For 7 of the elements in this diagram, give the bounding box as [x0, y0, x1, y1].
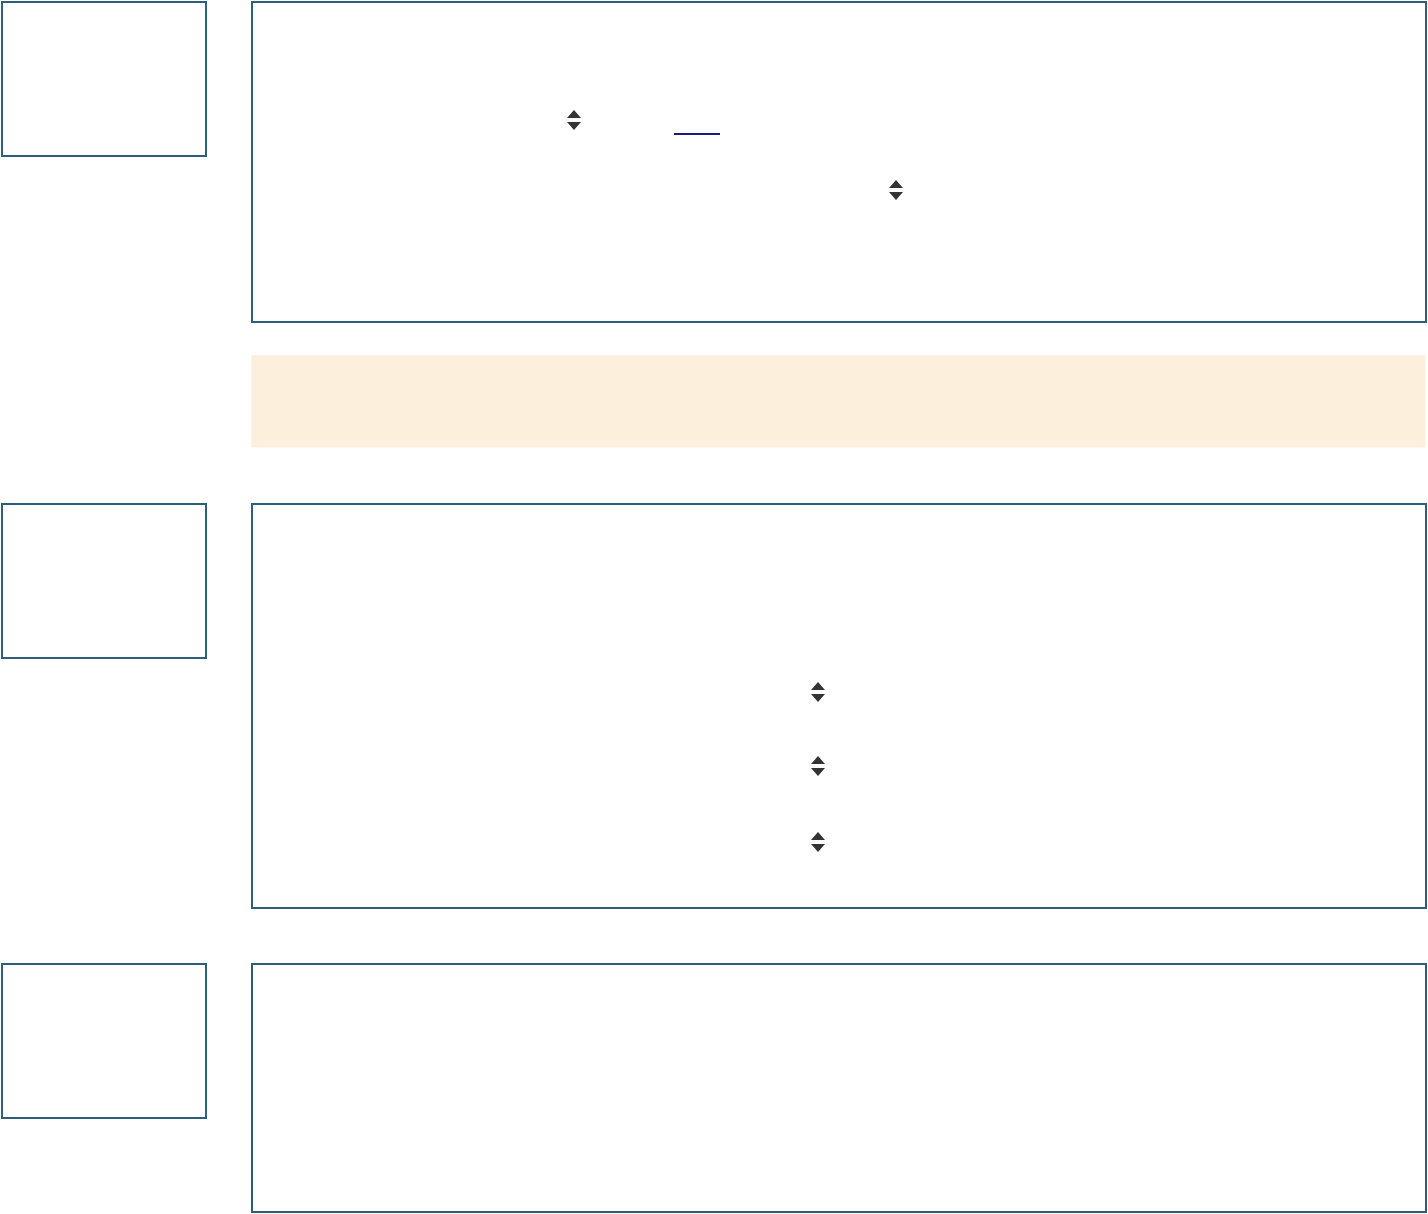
panel-box	[251, 1, 1427, 323]
panel-box	[251, 502, 1427, 909]
panel-box	[1, 962, 207, 1119]
panel-box	[251, 962, 1427, 1213]
panel-box	[1, 502, 207, 659]
banner-bar	[251, 355, 1426, 448]
panel-box	[1, 1, 207, 157]
